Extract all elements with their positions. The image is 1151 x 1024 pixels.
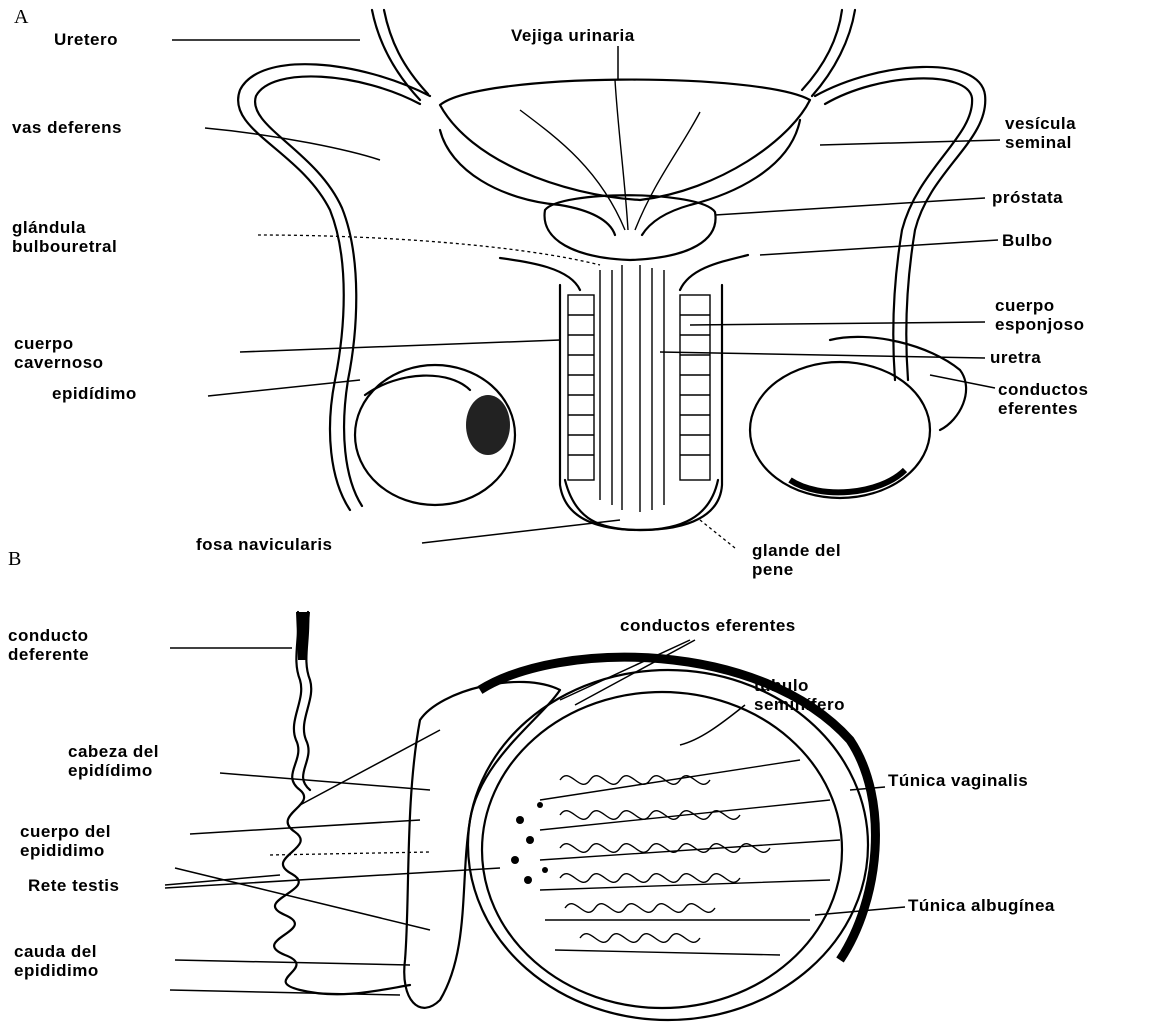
label-fosa-navicularis: fosa navicularis — [196, 535, 333, 554]
epididymis-left — [365, 376, 470, 395]
bladder — [440, 80, 810, 200]
label-vejiga-urinaria: Vejiga urinaria — [511, 26, 635, 45]
label-tunica-albuginea: Túnica albugínea — [908, 896, 1055, 915]
testis-b — [468, 670, 868, 1020]
bulb-left — [500, 258, 580, 290]
label-prostata: próstata — [992, 188, 1063, 207]
glans — [565, 480, 718, 530]
panel-b-letter: B — [8, 548, 21, 571]
label-rete-testis: Rete testis — [28, 876, 119, 895]
label-epididimo: epidídimo — [52, 384, 137, 403]
label-tunica-vaginalis: Túnica vaginalis — [888, 771, 1028, 790]
testis-right — [750, 362, 930, 498]
panel-a-letter: A — [14, 6, 28, 29]
corpus-cavernosum-right — [680, 295, 710, 480]
ureter-left-inner — [384, 10, 428, 94]
seminal-vesicle-right — [642, 120, 800, 235]
label-conductos-eferentes-b: conductos eferentes — [620, 616, 796, 635]
panel-b-drawing — [165, 612, 905, 1020]
ureter-right-inner — [802, 10, 842, 90]
penis-shaft — [560, 285, 722, 530]
tunica-albuginea — [482, 692, 842, 1008]
bulb-right — [680, 255, 748, 290]
vas-deferens-b — [274, 612, 410, 994]
vas-deferens-right — [815, 67, 985, 380]
corpus-cavernosum-left — [568, 295, 594, 480]
seminal-vesicle-left — [440, 130, 615, 235]
label-uretero: Uretero — [54, 30, 118, 49]
vas-deferens-left — [238, 64, 430, 510]
label-bulbo: Bulbo — [1002, 231, 1053, 250]
ureter-right — [812, 10, 855, 96]
seminiferous-tubules — [560, 776, 770, 943]
rete-testis — [511, 802, 548, 884]
panel-a-drawing — [172, 10, 1000, 548]
epididymis-right — [830, 337, 966, 430]
label-vas-deferens: vas deferens — [12, 118, 122, 137]
label-uretra: uretra — [990, 348, 1041, 367]
